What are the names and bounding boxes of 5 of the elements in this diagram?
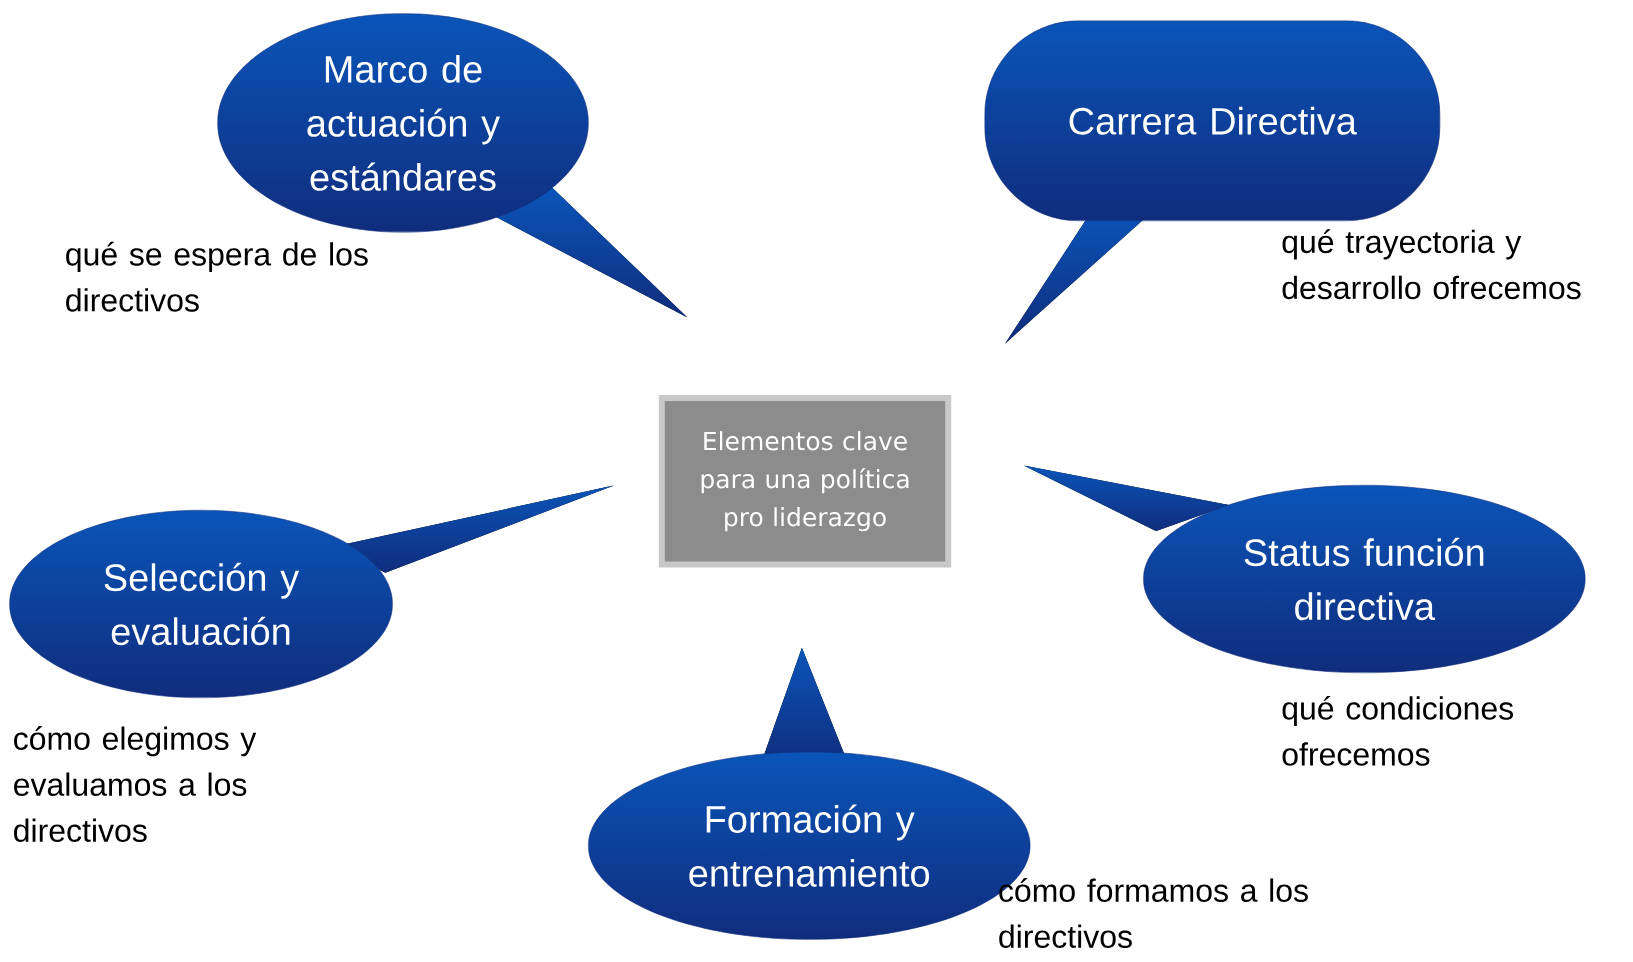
speech-bubble: Selección y evaluación xyxy=(9,485,615,699)
description-text: qué condiciones ofrecemos xyxy=(1282,695,1514,766)
title-box: Elementos clave para una política pro liderazgo xyxy=(658,394,952,568)
description-text: cómo elegimos y evaluamos a los directivos xyxy=(14,726,257,842)
speech-bubble: Status función directiva xyxy=(1023,465,1586,674)
